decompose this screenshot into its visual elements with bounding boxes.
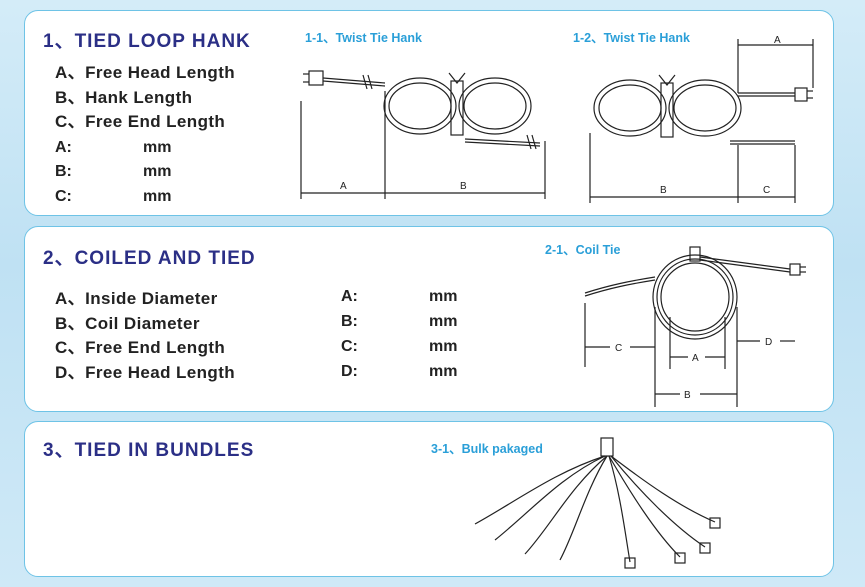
spec-item: D、Free Head Length [55,363,236,382]
field-label-b: B: [55,163,72,180]
figure-caption: 1-1、Twist Tie Hank [305,31,422,45]
section-tied-in-bundles: 3、TIED IN BUNDLES 3-1、Bulk pakaged [24,421,834,577]
field-label-b: B: [341,313,358,330]
field-unit-d: mm [429,363,458,380]
spec-item: C、Free End Length [55,338,226,357]
field-unit-c: mm [143,188,172,205]
bulk-packaged-diagram [474,437,721,569]
spec-item: C、Free End Length [55,112,226,131]
dim-label: B [660,185,667,196]
section-title: 2、COILED AND TIED [43,248,256,269]
spec-item: A、Free Head Length [55,63,236,82]
dim-label: C [615,343,622,354]
twist-tie-hank-diagram-2: A B C [589,35,814,203]
field-unit-c: mm [429,338,458,355]
field-unit-a: mm [143,139,172,156]
section-coiled-and-tied: 2、COILED AND TIED A、Inside Diameter B、Co… [24,226,834,412]
dim-label: B [460,181,467,192]
field-label-c: C: [341,338,358,355]
dim-label: C [763,185,770,196]
field-label-c: C: [55,188,72,205]
dim-label: A [340,181,347,192]
field-label-a: A: [341,288,358,305]
spec-item: B、Coil Diameter [55,314,200,333]
dim-label: A [692,353,699,364]
dim-label: B [684,390,691,401]
section-tied-loop-hank: 1、TIED LOOP HANK A、Free Head Length B、Ha… [24,10,834,216]
section-title: 1、TIED LOOP HANK [43,31,251,52]
dim-label: A [774,35,781,46]
figure-caption: 1-2、Twist Tie Hank [573,31,690,45]
field-unit-b: mm [429,313,458,330]
field-unit-a: mm [429,288,458,305]
spec-item: B、Hank Length [55,88,193,107]
section-title: 3、TIED IN BUNDLES [43,440,255,461]
figure-caption: 3-1、Bulk pakaged [431,442,543,456]
spec-item: A、Inside Diameter [55,289,218,308]
twist-tie-hank-diagram: A B [300,70,546,199]
dim-label: D [765,337,772,348]
figure-caption: 2-1、Coil Tie [545,243,621,257]
field-unit-b: mm [143,163,172,180]
field-label-d: D: [341,363,358,380]
coil-tie-diagram: C A D B [584,246,806,407]
field-label-a: A: [55,139,72,156]
